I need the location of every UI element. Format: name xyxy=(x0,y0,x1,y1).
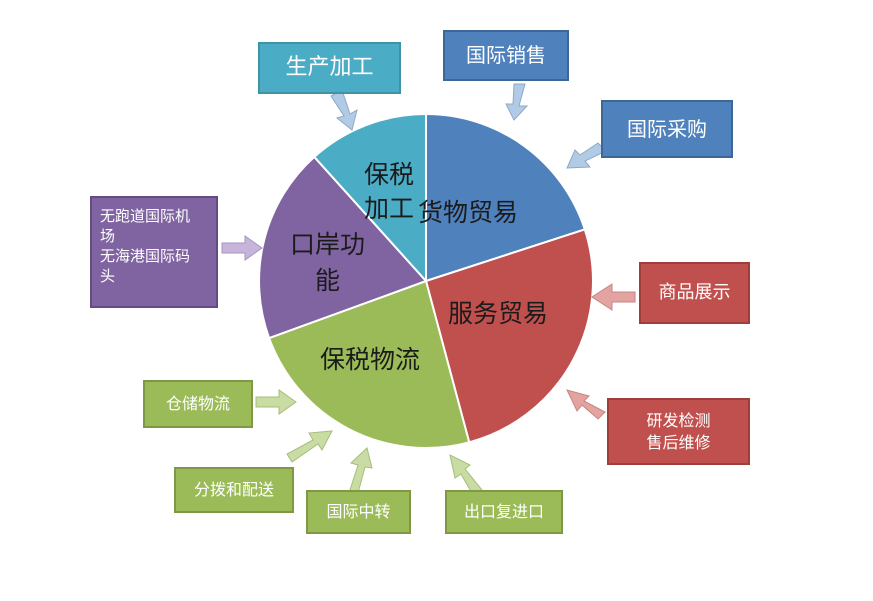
box-port: 无跑道国际机 场 无海港国际码 头 xyxy=(90,196,218,308)
pie-label-service: 服务贸易 xyxy=(448,299,549,328)
box-port-line2: 场 xyxy=(100,227,116,245)
pie-segment-trade xyxy=(425,112,587,283)
box-reimport: 出口复进口 xyxy=(445,490,563,534)
pie-label-port-line2: 能 xyxy=(315,266,341,295)
pie-label-logistics: 保税物流 xyxy=(320,345,421,374)
box-distribution: 分拨和配送 xyxy=(174,467,294,513)
box-transit: 国际中转 xyxy=(306,490,411,534)
arrow-icon xyxy=(449,454,483,496)
pie-segment-logistics xyxy=(267,279,471,449)
pie-label-trade: 货物贸易 xyxy=(418,198,519,227)
box-warehouse: 仓储物流 xyxy=(143,380,253,428)
arrow-icon xyxy=(505,83,529,121)
arrow-icon xyxy=(566,389,606,420)
arrow-icon xyxy=(286,430,333,463)
pie-segment-processing xyxy=(312,112,427,284)
pie-label-processing-line2: 加工 xyxy=(364,194,415,223)
arrow-icon xyxy=(591,283,636,311)
box-testing-line2: 售后维修 xyxy=(646,432,711,452)
box-port-line4: 头 xyxy=(100,267,116,285)
arrow-icon xyxy=(221,235,263,261)
arrow-icon xyxy=(330,89,358,131)
pie-label-port-line1: 口岸功 xyxy=(290,230,366,259)
box-testing-line1: 研发检测 xyxy=(646,410,711,430)
box-port-line1: 无跑道国际机 xyxy=(100,207,191,225)
box-intl-purchase: 国际采购 xyxy=(601,100,733,158)
pie-label-port: 口岸功 能 xyxy=(290,227,365,299)
box-port-line3: 无海港国际码 xyxy=(100,247,191,265)
box-intl-sales: 国际销售 xyxy=(443,30,569,81)
pie-label-processing: 保税 加工 xyxy=(364,158,414,226)
box-production: 生产加工 xyxy=(258,42,401,94)
box-port-text: 无跑道国际机 场 无海港国际码 头 xyxy=(100,206,190,286)
box-display: 商品展示 xyxy=(639,262,750,324)
pie-label-processing-line1: 保税 xyxy=(364,160,415,189)
pie-segment-port xyxy=(258,155,428,340)
arrow-icon xyxy=(349,447,373,494)
box-testing: 研发检测 售后维修 xyxy=(607,398,750,465)
arrow-icon xyxy=(255,389,297,415)
pie-segment-service xyxy=(424,228,594,444)
